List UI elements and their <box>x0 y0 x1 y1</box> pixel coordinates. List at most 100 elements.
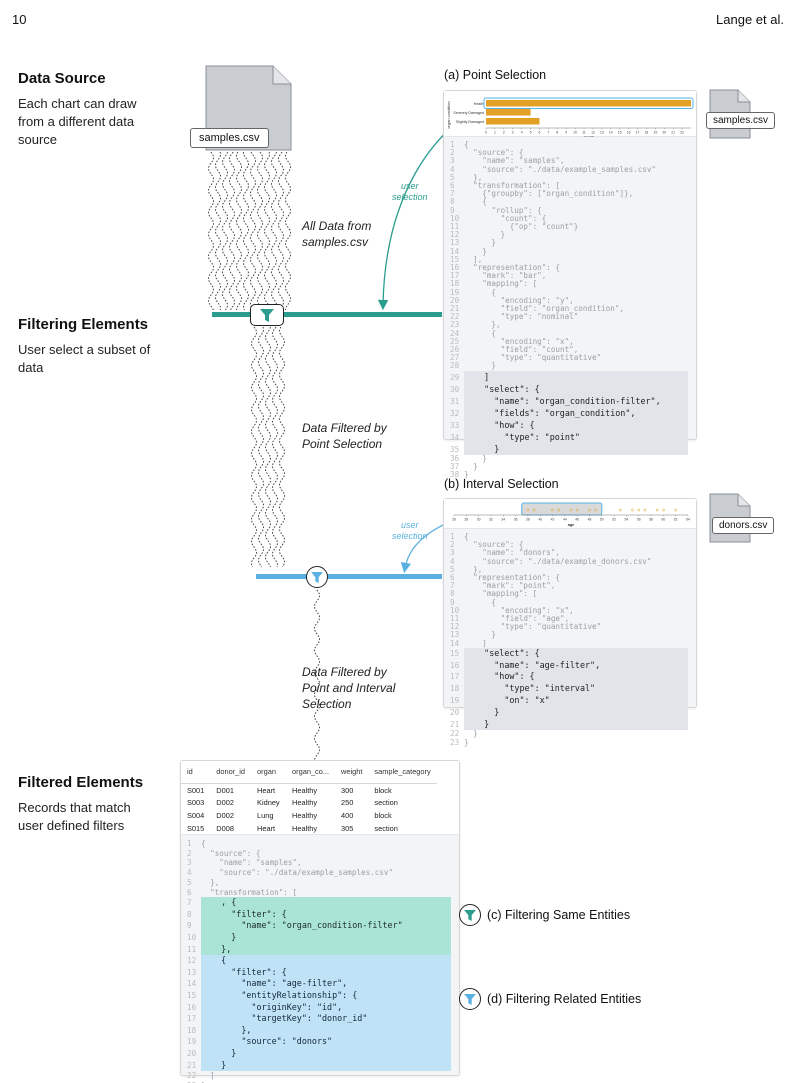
data-strand <box>284 151 292 311</box>
code-line: 18 }, <box>187 1024 453 1037</box>
table-cell: 250 <box>341 798 354 808</box>
x-tick-label: 1 <box>494 131 496 135</box>
line-number: 23 <box>187 1081 201 1083</box>
line-number: 10 <box>450 605 460 615</box>
table-header-cell[interactable]: organ_co... <box>286 761 336 784</box>
table-header-cell[interactable]: organ <box>251 761 287 784</box>
code-line: 17 "how": { <box>450 671 690 684</box>
line-number: 19 <box>450 696 460 706</box>
line-number: 25 <box>450 336 460 346</box>
code-line: 37 } <box>450 462 690 471</box>
line-text: } <box>464 470 469 480</box>
line-text: { <box>201 955 451 967</box>
line-text: "filter": { <box>201 908 451 921</box>
line-number: 23 <box>450 737 460 747</box>
data-point <box>662 508 665 512</box>
line-number: 2 <box>450 148 455 158</box>
line-number: 17 <box>450 672 460 682</box>
data-strand <box>271 326 279 568</box>
line-text: "select": { <box>464 382 688 395</box>
line-number: 1 <box>187 839 192 848</box>
line-number: 16 <box>450 263 460 273</box>
line-number: 12 <box>450 230 460 240</box>
legend-label: (c) Filtering Same Entities <box>487 908 631 922</box>
line-number: 14 <box>187 979 197 989</box>
line-text: "mark": "point", <box>464 581 556 591</box>
x-tick-label: 13 <box>600 131 604 135</box>
line-text: } <box>464 630 497 640</box>
teal-filter-button[interactable] <box>250 304 284 326</box>
x-tick-label: 26 <box>452 518 456 522</box>
data-point <box>637 508 641 512</box>
table-cell: Heart <box>257 823 276 833</box>
section-title: Filtering Elements <box>18 316 149 333</box>
code-line: 11 }, <box>187 943 453 956</box>
code-line: 6 "transformation": [ <box>450 181 690 190</box>
line-text: } <box>201 1047 451 1060</box>
line-text: { <box>464 328 497 338</box>
line-number: 13 <box>450 238 460 248</box>
line-text: "name": "donors", <box>464 548 561 558</box>
table-header-cell[interactable]: id <box>181 761 211 784</box>
table-header-cell[interactable]: weight <box>335 761 369 784</box>
data-point <box>674 508 678 512</box>
line-number: 36 <box>450 453 460 463</box>
line-text: } <box>464 230 506 240</box>
x-tick-label: 7 <box>547 131 549 135</box>
data-strand <box>221 151 229 311</box>
samples-file-label: samples.csv <box>190 128 269 148</box>
line-number: 16 <box>450 660 460 670</box>
code-line: 20 } <box>187 1047 453 1060</box>
table-header-cell[interactable]: sample_category <box>368 761 437 784</box>
line-text: "on": "x" <box>464 695 688 707</box>
table-header-cell[interactable]: donor_id <box>210 761 252 784</box>
code-line: 1{ <box>187 839 453 849</box>
bar <box>486 100 691 107</box>
code-line: 35 } <box>450 442 690 455</box>
data-strand <box>277 151 285 311</box>
data-point <box>655 508 659 512</box>
code-line: 17 "targetKey": "donor_id" <box>187 1013 453 1025</box>
table-cell: S015 <box>187 823 205 833</box>
line-text: "how": { <box>464 671 688 684</box>
code-line: 21 "field": "organ_condition", <box>450 304 690 313</box>
code-line: 8 { <box>450 198 690 206</box>
line-number: 8 <box>187 909 192 919</box>
code-line: 13 } <box>450 239 690 247</box>
line-text: "name": "samples", <box>464 156 565 166</box>
line-number: 22 <box>187 1071 197 1081</box>
code-line: 10 "encoding": "x", <box>450 605 690 615</box>
line-text: "entityRelationship": { <box>201 989 451 1002</box>
code-line: 22 } <box>450 730 690 738</box>
table-cell: section <box>374 823 398 833</box>
line-number: 4 <box>450 556 455 566</box>
line-text: }, <box>201 943 451 956</box>
code-line: 31 "name": "organ_condition-filter", <box>450 394 690 407</box>
section-desc: User select a subset of data <box>18 341 188 377</box>
code-line: 16 "name": "age-filter", <box>450 659 690 672</box>
line-number: 18 <box>450 279 460 289</box>
line-number: 17 <box>187 1014 197 1024</box>
label-point-filtered: Data Filtered by Point Selection <box>302 420 387 452</box>
x-tick-label: 54 <box>625 518 629 522</box>
line-number: 15 <box>187 990 197 1000</box>
line-text: "name": "age-filter", <box>464 659 688 672</box>
code-line: 14 } <box>450 247 690 256</box>
code-line: 25 "encoding": "x", <box>450 336 690 346</box>
code-line: 7 {"groupby": ["organ_condition"]}, <box>450 190 690 198</box>
blue-filter-button[interactable] <box>306 566 328 588</box>
line-text: "source": { <box>464 148 524 158</box>
data-strand <box>264 326 272 568</box>
x-tick-label: 14 <box>609 131 613 135</box>
code-line: 3 "name": "samples", <box>187 858 453 868</box>
bar <box>486 118 540 125</box>
code-line: 2 "source": { <box>187 849 453 859</box>
table-cell: section <box>374 798 398 808</box>
line-text: }, <box>201 877 220 887</box>
code-line: 15 "entityRelationship": { <box>187 989 453 1002</box>
